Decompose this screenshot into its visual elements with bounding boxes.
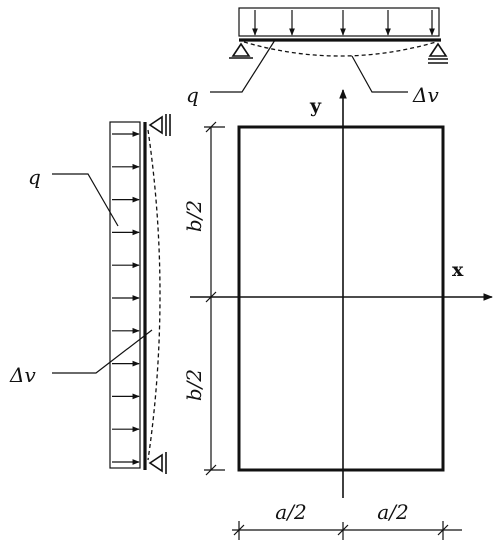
horizontal-dimension: a/2 a/2 — [232, 500, 462, 540]
x-axis-label: x — [452, 259, 464, 281]
dim-b-lower-label: b/2 — [182, 369, 206, 401]
dim-tick-middle — [205, 291, 217, 303]
y-axis-label: y — [309, 95, 322, 117]
dim-tick-right — [437, 524, 449, 536]
plate-outline — [237, 125, 445, 472]
left-deflection-leader — [52, 329, 153, 374]
vertical-dimension: b/2 b/2 — [182, 121, 225, 476]
dim-b-upper-label: b/2 — [182, 200, 206, 232]
top-load-diagram — [238, 7, 440, 37]
top-load-arrows — [252, 10, 435, 36]
top-left-support-icon — [231, 42, 251, 57]
dim-a-left-label: a/2 — [275, 500, 306, 524]
left-deflection-label: Δv — [9, 363, 36, 387]
left-load-leader — [52, 173, 119, 227]
left-bottom-support-icon — [148, 453, 163, 473]
left-deflected-shape — [147, 129, 161, 461]
top-load-leader — [210, 39, 276, 93]
dim-tick-left — [233, 524, 245, 536]
left-load-label: q — [28, 165, 41, 189]
top-right-support-icon — [428, 42, 448, 57]
left-load-box — [109, 121, 141, 469]
left-load-arrows — [112, 131, 140, 465]
top-deflection-label: Δv — [412, 83, 439, 107]
left-load-diagram — [109, 121, 141, 469]
top-deflection-leader — [351, 55, 408, 93]
top-deflected-shape — [243, 41, 437, 57]
dim-tick-bottom — [205, 464, 217, 476]
top-load-label: q — [186, 83, 199, 107]
dim-tick-top — [205, 121, 217, 133]
dim-a-right-label: a/2 — [377, 500, 408, 524]
top-load-box — [238, 7, 440, 37]
dim-tick-center — [337, 524, 349, 536]
left-top-support-icon — [148, 115, 163, 135]
